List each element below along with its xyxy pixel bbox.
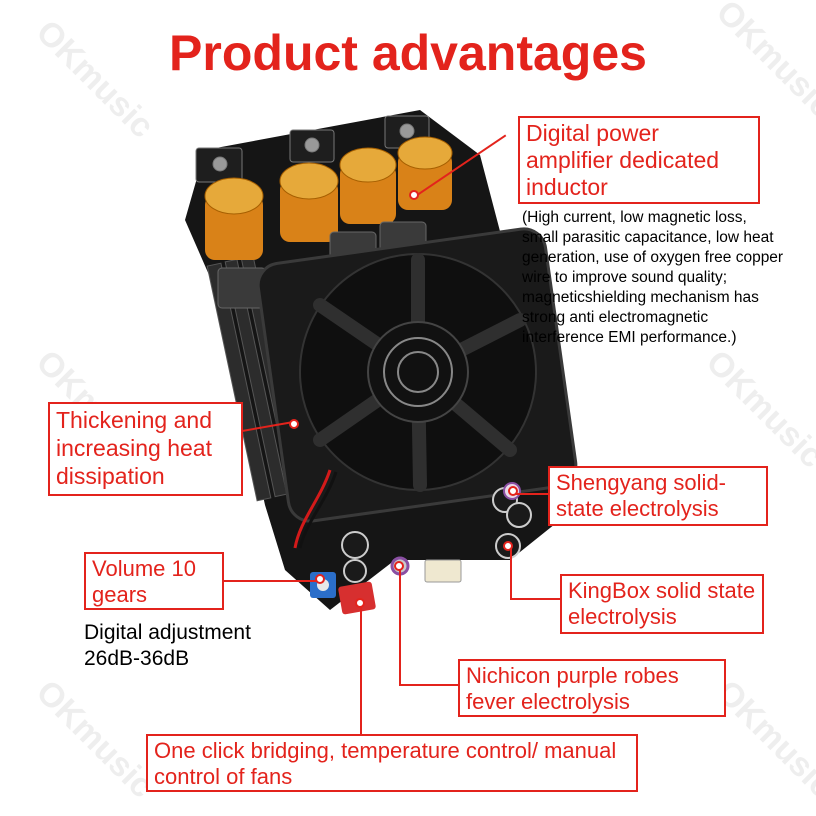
callout-shengyang: Shengyang solid-state electrolysis — [548, 466, 768, 526]
callout-volume: Volume 10 gears — [84, 552, 224, 610]
capacitors — [204, 136, 453, 260]
leader-line — [515, 493, 551, 495]
leader-dot — [315, 574, 325, 584]
volume-note: Digital adjustment 26dB-36dB — [84, 621, 251, 670]
terminal-block — [195, 115, 430, 183]
callout-heatsink: Thickening and increasing heat dissipati… — [48, 402, 243, 496]
inductor-note: (High current, low magnetic loss, small … — [522, 209, 784, 346]
leader-line — [399, 684, 461, 686]
bottom-components — [310, 482, 532, 615]
leader-dot — [289, 419, 299, 429]
leader-line — [510, 598, 562, 600]
leader-line — [399, 570, 401, 686]
callout-bridging: One click bridging, temperature control/… — [146, 734, 638, 792]
leader-line — [220, 580, 318, 582]
leader-dot — [508, 486, 518, 496]
leader-dot — [503, 541, 513, 551]
page-title: Product advantages — [169, 25, 647, 81]
fan-wire — [293, 469, 332, 549]
callout-kingbox: KingBox solid state electrolysis — [560, 574, 764, 634]
leader-dot — [409, 190, 419, 200]
callout-nichicon: Nichicon purple robes fever electrolysis — [458, 659, 726, 717]
leader-dot — [355, 598, 365, 608]
cooling-fan — [256, 227, 578, 523]
leader-dot — [394, 561, 404, 571]
leader-line — [360, 605, 362, 737]
leader-line — [510, 548, 512, 600]
callout-inductor: Digital power amplifier dedicated induct… — [518, 116, 760, 204]
